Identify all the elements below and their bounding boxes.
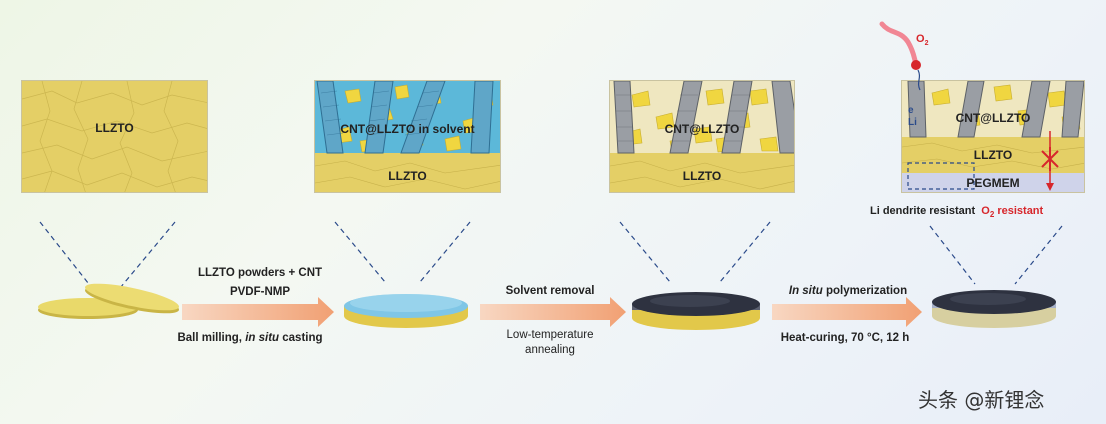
resistance-caption: Li dendrite resistant O2 resistant xyxy=(870,205,1043,219)
step1-below: Ball milling, in situ casting xyxy=(177,332,323,344)
step1-above-line1: LLZTO powders + CNT xyxy=(197,267,323,279)
panel4-bottom-label: PEGMEM xyxy=(966,176,1020,190)
panel-cnt-llzto-in-solvent: CNT@LLZTO in solvent LLZTO xyxy=(314,80,501,193)
step2-above: Solvent removal xyxy=(505,285,595,297)
step3-above: In situ polymerization xyxy=(788,285,908,297)
panel4-top-label: CNT@LLZTO xyxy=(955,111,1031,125)
cast-disc-blue xyxy=(344,294,468,328)
process-arrow-2 xyxy=(480,297,626,327)
panel1-label: LLZTO xyxy=(95,121,134,135)
panel2-bottom-label: LLZTO xyxy=(388,169,427,183)
process-arrow-1 xyxy=(182,297,334,327)
solvent-layer-art xyxy=(315,81,500,192)
step1-above-line2: PVDF-NMP xyxy=(229,286,291,298)
llzto-texture xyxy=(22,81,207,192)
watermark: 头条 @新锂念 xyxy=(918,388,1045,412)
cnt-llzto-layer-art xyxy=(610,81,794,192)
electron-label: e xyxy=(908,105,914,116)
zoom-line xyxy=(1014,225,1063,285)
li-dendrite-text: Li dendrite resistant xyxy=(870,205,976,217)
zoom-line xyxy=(929,225,976,285)
zoom-line xyxy=(419,221,471,283)
process-arrow-3 xyxy=(772,297,922,327)
zoom-line xyxy=(39,221,93,289)
panel3-bottom-label: LLZTO xyxy=(682,169,722,183)
panel-llzto-pellet: LLZTO xyxy=(21,80,208,193)
panel-cnt-llzto-pegmem: e Li CNT@LLZTO LLZTO PEGMEM xyxy=(901,80,1085,193)
step2-below-line2: annealing xyxy=(525,344,575,356)
polymerized-disc xyxy=(932,290,1056,328)
llzto-disc-pair xyxy=(38,283,179,319)
o2-text: O2 xyxy=(916,33,929,47)
dried-disc-dark xyxy=(632,292,760,330)
step2-below-line1: Low-temperature xyxy=(506,329,594,341)
zoom-line xyxy=(334,221,386,283)
pegmem-layer-art xyxy=(902,81,1084,192)
zoom-line xyxy=(619,221,671,283)
zoom-line xyxy=(119,221,176,289)
panel-cnt-llzto: CNT@LLZTO LLZTO xyxy=(609,80,795,193)
li-label: Li xyxy=(908,117,917,128)
panel3-top-label: CNT@LLZTO xyxy=(664,122,740,136)
panel4-middle-label: LLZTO xyxy=(973,148,1013,162)
zoom-line xyxy=(719,221,771,283)
o2-molecule-icon: O2 xyxy=(879,21,929,91)
panel2-top-label: CNT@LLZTO in solvent xyxy=(340,122,475,136)
o2-resistant-text: O2 resistant xyxy=(981,205,1044,220)
step3-below: Heat-curing, 70 °C, 12 h xyxy=(780,332,910,344)
